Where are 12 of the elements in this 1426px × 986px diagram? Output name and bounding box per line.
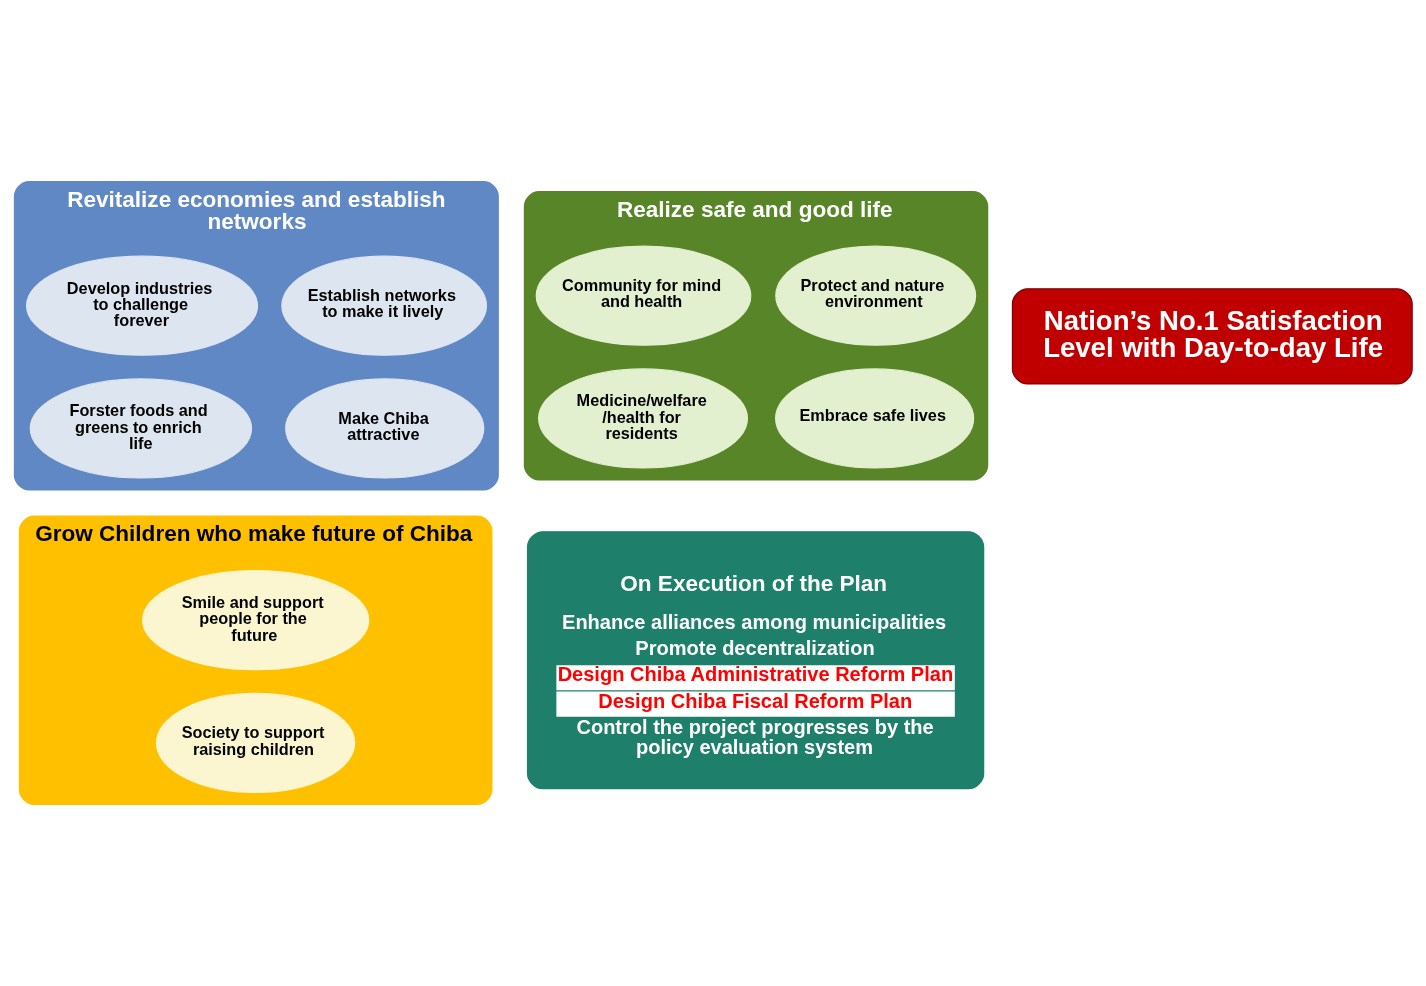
node-box: On Execution of the Plan Enhance alliances among municipalities Promote decentralization Design Chiba Administrative Reform Plan Design Chiba Fiscal Reform Plan Control the project progresses by the policy evaluation system [526, 531, 985, 790]
node-ellipse: Develop industries to challenge forever [25, 255, 259, 356]
node-ellipse: Make Chiba attractive [285, 378, 485, 479]
node-ellipse: Establish networks to make it lively [281, 255, 488, 356]
node-ellipse: Embrace safe lives [775, 368, 975, 469]
node-ellipse: Protect and nature environment [775, 245, 977, 346]
node-ellipse: Medicine/welfare /health for residents [538, 368, 748, 469]
node-ellipse: Society to support raising children [155, 692, 356, 794]
node-ellipse: Community for mind and health [535, 245, 752, 346]
node-ellipse: Smile and support people for the future [142, 570, 370, 671]
node-box: Nation’s No.1 Satisfaction Level with Day-to-day Life [1011, 288, 1413, 385]
node-ellipse: Forster foods and greens to enrich life [29, 378, 253, 479]
